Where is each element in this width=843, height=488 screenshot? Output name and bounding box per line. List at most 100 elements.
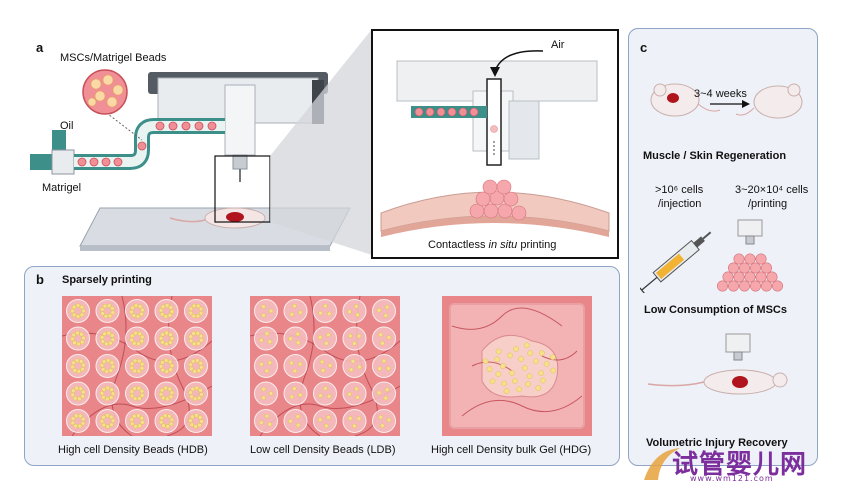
cell: [72, 340, 77, 345]
cell: [130, 305, 135, 311]
cell: [131, 313, 137, 318]
cell: [378, 415, 383, 420]
cell: [318, 393, 323, 398]
cell: [71, 360, 76, 366]
bead: [254, 381, 278, 406]
bead: [447, 107, 457, 117]
injection-line2: /injection: [658, 198, 702, 210]
cell: [165, 424, 170, 429]
cell: [160, 332, 165, 337]
bead: [95, 381, 120, 406]
cell: [164, 341, 169, 347]
cell: [383, 313, 389, 318]
cell: [106, 96, 118, 108]
cell: [482, 358, 489, 365]
cell: [129, 389, 135, 394]
bead: [283, 326, 308, 351]
bead: [483, 203, 499, 219]
cell: [295, 331, 300, 337]
cell: [356, 333, 362, 339]
cell: [163, 413, 168, 418]
cell: [71, 332, 76, 338]
bead: [66, 299, 90, 323]
wound-site: [226, 212, 244, 222]
cell: [189, 394, 194, 399]
cell: [70, 308, 75, 314]
bead: [125, 354, 149, 378]
cell: [130, 333, 135, 338]
bead: [313, 326, 337, 351]
hdb-caption: High cell Density Beads (HDB): [58, 444, 208, 456]
cell: [261, 386, 266, 392]
cell: [99, 335, 105, 340]
cell: [168, 421, 174, 427]
cell: [139, 366, 145, 371]
ldb-caption: Low cell Density Beads (LDB): [250, 444, 396, 456]
cell: [188, 306, 194, 311]
cell: [79, 312, 85, 318]
cell: [188, 338, 194, 344]
panel-letter-c: c: [640, 40, 648, 55]
cell: [130, 421, 135, 426]
bead: [728, 262, 740, 274]
cell: [543, 361, 550, 367]
cell: [160, 304, 166, 309]
cell: [295, 414, 301, 419]
cell: [80, 366, 85, 372]
bead: [66, 409, 90, 433]
cell: [319, 359, 325, 365]
cell: [297, 361, 303, 367]
cell: [348, 367, 354, 372]
bead: [722, 271, 734, 283]
bead: [155, 121, 165, 131]
bead: [283, 409, 308, 433]
bead: [496, 179, 512, 195]
cell: [80, 339, 85, 345]
bead: [254, 409, 278, 433]
cell: [259, 420, 264, 425]
bead: [181, 121, 191, 131]
cell: [71, 388, 76, 393]
cell: [381, 358, 387, 364]
cell: [79, 304, 85, 310]
cell: [326, 311, 332, 317]
cell: [267, 422, 273, 427]
bead: [436, 107, 446, 117]
cell: [106, 358, 111, 363]
cell: [538, 370, 544, 376]
bead: [313, 354, 337, 378]
watermark-url: www.wm121.com: [690, 474, 774, 483]
cell: [75, 330, 80, 336]
cell: [70, 416, 76, 421]
cell: [109, 387, 114, 392]
printing-line2: /printing: [748, 198, 788, 210]
cell: [140, 334, 145, 340]
cell: [136, 413, 141, 418]
bead: [372, 354, 396, 378]
cell: [110, 306, 115, 311]
cell: [259, 362, 264, 367]
bead: [154, 381, 179, 406]
cell: [136, 341, 141, 346]
cell: [158, 364, 164, 369]
bead: [372, 409, 396, 433]
cell: [139, 393, 145, 398]
deposited-beads: [469, 179, 527, 221]
cell: [188, 390, 193, 395]
cell: [132, 341, 137, 346]
cell: [357, 364, 362, 370]
cell: [70, 420, 76, 426]
cell: [110, 418, 116, 423]
cell: [264, 413, 270, 419]
cell: [167, 359, 173, 365]
cell: [169, 390, 175, 395]
cell: [188, 334, 193, 339]
cell: [168, 340, 173, 345]
cell: [376, 308, 382, 313]
cell: [192, 341, 197, 346]
bead: [761, 262, 773, 274]
bead: [283, 381, 308, 406]
cell: [102, 331, 107, 337]
cell: [76, 341, 81, 347]
cell: [169, 336, 175, 341]
